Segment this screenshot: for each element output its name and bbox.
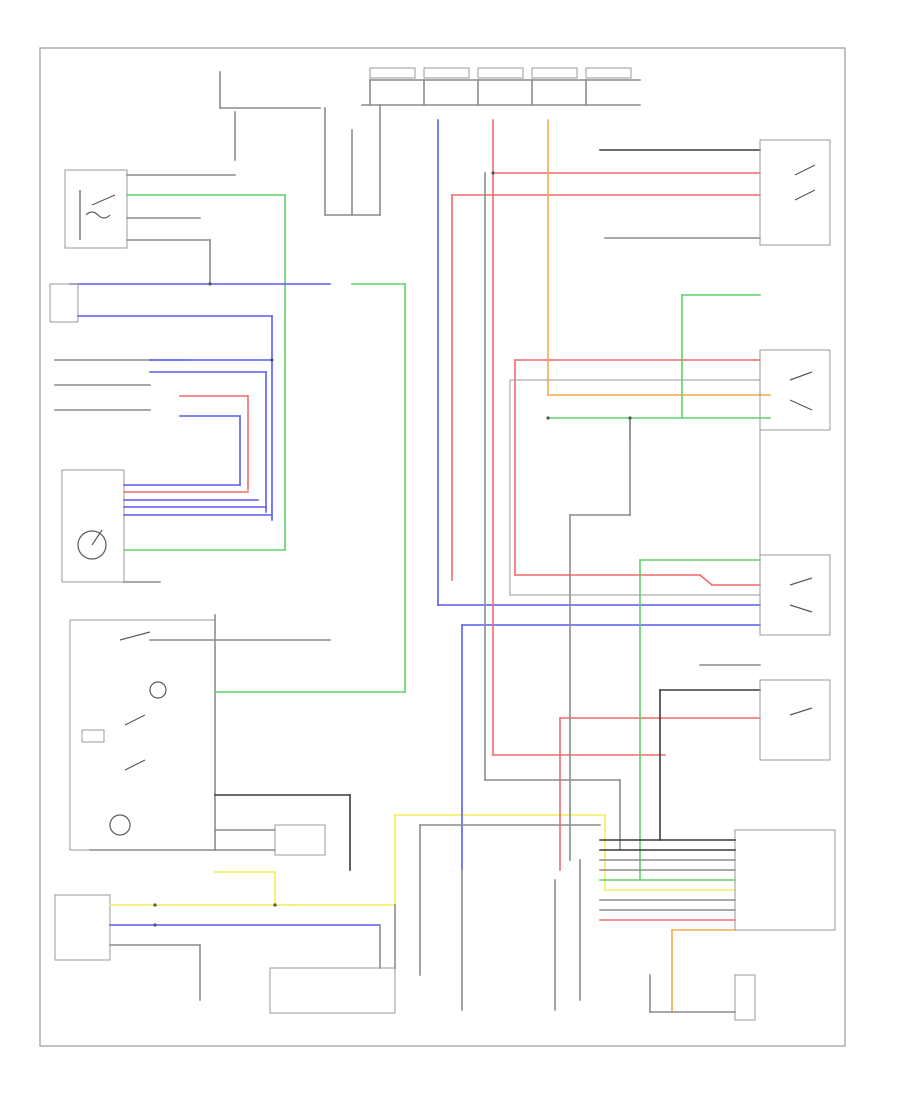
radiator-fan-relay-box [759, 554, 831, 636]
center-controller [509, 379, 761, 596]
junction-dots [153, 171, 632, 927]
condenser-fan-relay-box [759, 679, 831, 761]
fuse-header-1 [369, 67, 416, 79]
engine-control-module-box [734, 829, 836, 931]
upper-left-feed [219, 71, 381, 216]
diagram-frame [39, 47, 846, 1047]
heater-control [69, 283, 406, 851]
blower-relay [64, 169, 286, 285]
fuse-header-5 [585, 67, 632, 79]
ac-pressure-switch-box [269, 967, 396, 1014]
ac-pressure-switch [269, 904, 396, 1014]
fuse-header-group [361, 67, 641, 106]
engine-control-module [599, 829, 836, 931]
green-center [547, 294, 771, 881]
fuse-header-4 [531, 67, 578, 79]
center-controller-box [509, 379, 761, 596]
dark-runs [484, 149, 761, 861]
blower-switch [61, 469, 273, 583]
blower-motor [49, 283, 273, 521]
ac-switch-lower [214, 794, 351, 906]
lower-center-sensors [419, 624, 601, 1011]
blower-resistor [54, 359, 273, 513]
blower-motor-box [49, 283, 79, 323]
fuse-header-2 [423, 67, 470, 79]
heater-control-box [69, 619, 216, 851]
engine-control-relay [759, 139, 831, 246]
radiator-fan-relay [759, 554, 831, 636]
blower-switch-box [61, 469, 125, 583]
engine-control-relay-box [759, 139, 831, 246]
fuse-header-3 [477, 67, 524, 79]
blower-relay-box [64, 169, 128, 249]
condenser-fan-relay [759, 679, 831, 761]
ac-compressor-clutch [54, 894, 381, 1001]
ac-compressor-clutch-box [54, 894, 111, 961]
thermo-sensor [649, 974, 756, 1021]
thermo-sensor-box [734, 974, 756, 1021]
red-runs [451, 119, 761, 871]
